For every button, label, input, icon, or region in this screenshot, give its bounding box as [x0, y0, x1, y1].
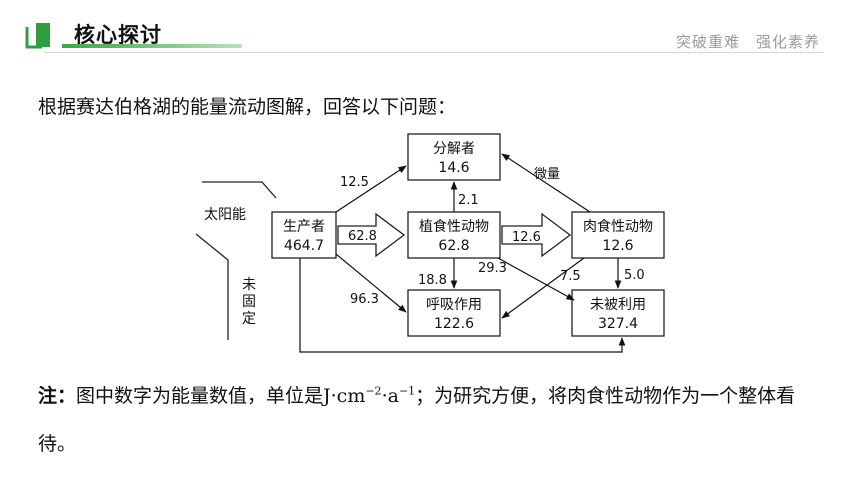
producer-value: 464.7 — [284, 238, 324, 254]
herbivore-name: 植食性动物 — [419, 218, 489, 235]
footnote: 注：图中数字为能量数值，单位是J·cm−2·a−1；为研究方便，将肉食性动物作为… — [38, 372, 828, 468]
sunlight-ray-upper — [202, 181, 277, 199]
unused-box — [571, 289, 665, 337]
flow-label-herbivore-unused: 29.3 — [478, 261, 507, 276]
unused-value: 327.4 — [598, 316, 638, 332]
note-text-1: 图中数字为能量数值，单位是J·cm — [76, 385, 366, 407]
flow-label-herbivore-decomposer: 2.1 — [458, 193, 479, 208]
flow-label-producer-herbivore: 62.8 — [348, 229, 377, 244]
respiration-box — [407, 289, 501, 337]
flow-label-producer-respiration: 96.3 — [350, 292, 379, 307]
unfixed-char-2: 固 — [242, 294, 256, 310]
unfixed-char-3: 定 — [242, 311, 256, 327]
note-exp-2: −1 — [398, 384, 416, 398]
note-unit-mid: ·a — [381, 385, 399, 407]
producer-to-herbivore-arrow — [337, 212, 406, 258]
producer-box — [271, 211, 337, 259]
carnivore-name: 肉食性动物 — [583, 218, 653, 235]
decomposer-box — [407, 133, 501, 181]
respiration-name: 呼吸作用 — [426, 297, 482, 313]
sunlight-ray-lower — [195, 233, 229, 340]
carnivore-to-decomposer-arrow — [501, 153, 591, 213]
title-underline — [62, 44, 242, 48]
herbivore-to-unused-arrow — [497, 257, 575, 301]
flow-label-carnivore-decomposer: 微量 — [534, 167, 560, 182]
sunlight-label: 太阳能 — [204, 207, 246, 223]
unfixed-label: 未 固 定 — [242, 277, 260, 327]
respiration-value: 122.6 — [434, 316, 474, 332]
flow-label-herbivore-carnivore: 12.6 — [512, 230, 541, 245]
note-exp-1: −2 — [365, 384, 382, 398]
decomposer-value: 14.6 — [438, 160, 469, 176]
note-label: 注： — [38, 385, 77, 407]
producer-name: 生产者 — [283, 219, 325, 235]
carnivore-box — [571, 211, 665, 259]
section-title: 核心探讨 — [74, 23, 162, 47]
producer-to-decomposer-arrow — [335, 165, 407, 213]
unused-name: 未被利用 — [590, 297, 646, 313]
producer-to-respiration-arrow — [335, 253, 407, 313]
flow-label-producer-decomposer: 12.5 — [340, 175, 369, 190]
flow-label-carnivore-unused: 5.0 — [624, 268, 645, 283]
herbivore-value: 62.8 — [438, 238, 469, 254]
herbivore-to-carnivore-arrow — [501, 212, 572, 258]
note-text-2: ；为研究方便，将肉食性动物作为一个整体看待。 — [38, 385, 796, 455]
header-divider — [44, 52, 824, 53]
book-icon — [25, 23, 50, 49]
flow-label-carnivore-respiration: 7.5 — [560, 269, 581, 284]
decomposer-name: 分解者 — [433, 141, 475, 157]
carnivore-to-respiration-arrow — [501, 257, 585, 319]
flow-label-herbivore-respiration: 18.8 — [418, 273, 447, 288]
intro-question: 根据赛达伯格湖的能量流动图解，回答以下问题： — [38, 96, 457, 118]
producer-to-unused-arrow — [299, 258, 626, 353]
header-tagline: 突破重难 强化素养 — [675, 33, 820, 51]
slide-header: 核心探讨 突破重难 强化素养 — [0, 0, 860, 60]
unfixed-char-1: 未 — [242, 277, 256, 293]
carnivore-value: 12.6 — [602, 238, 633, 254]
